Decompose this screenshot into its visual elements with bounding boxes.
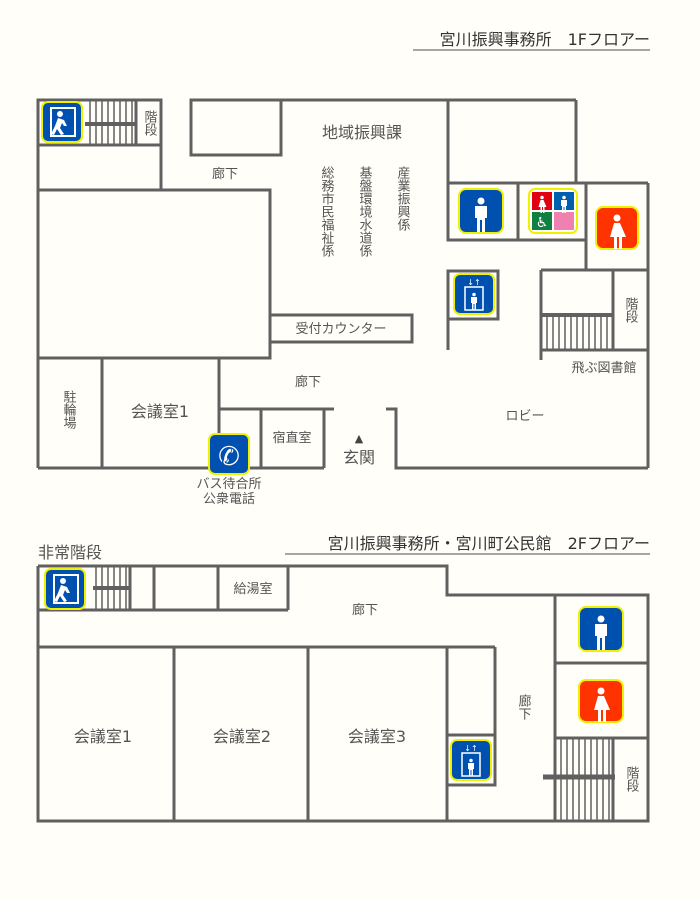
label-lobby: ロビー [505,409,544,424]
svg-text:宮川振興事務所・宮川町公民館 2Fフロアー: 宮川振興事務所・宮川町公民館 2Fフロアー [328,534,650,553]
floor2-title: 宮川振興事務所・宮川町公民館 2Fフロアー [285,534,650,555]
label-section: 地域振興課 [322,123,402,142]
label-meeting1-1f: 会議室1 [131,402,189,421]
svg-text:✆: ✆ [218,442,240,472]
label-stairs-1f-right: 階段 [623,297,639,323]
elevator-icon: ↓↑ [450,739,492,781]
public-phone-icon[interactable]: ✆ [208,433,250,475]
entrance-arrow-icon: ▲ [355,432,364,445]
multipurpose-restroom-icon: ♿ [528,188,578,234]
floor1-title: 宮川振興事務所 1Fフロアー [413,30,650,51]
label-bike-parking: 駐輪場 [61,390,77,429]
emergency-exit-icon [44,568,86,610]
label-emergency-stairs: 非常階段 [38,543,102,562]
label-stairs-1f-left: 階段 [142,110,158,136]
stairs-tread-1f-right [541,313,613,350]
label-public-phone: 公衆電話 [203,491,255,507]
label-sub-general: 総務市民福祉係 [319,166,335,257]
mens-restroom-icon [458,188,504,234]
label-counter: 受付カウンター [295,322,386,337]
label-corridor-2f-vertical: 廊下 [516,693,532,720]
label-corridor-2f: 廊下 [352,602,378,618]
emergency-exit-icon [41,101,83,143]
label-bus-stop: バス待合所 [196,477,261,492]
label-corridor-1f-top: 廊下 [212,166,238,182]
label-night-room: 宿直室 [272,430,311,446]
floor2-walls [36,564,650,823]
womens-restroom-icon [578,679,624,723]
svg-text:↓↑: ↓↑ [464,744,477,753]
stairs-tread-2f-left [93,566,130,610]
svg-text:↓↑: ↓↑ [467,278,480,287]
svg-text:宮川振興事務所 1Fフロアー: 宮川振興事務所 1Fフロアー [440,30,650,49]
label-entrance: 玄関 [343,448,375,467]
label-corridor-1f-mid: 廊下 [295,374,321,390]
label-sub-infra: 基盤環境水道係 [357,166,373,257]
label-library: 飛ぶ図書館 [571,361,636,376]
label-meeting2-2f: 会議室2 [213,727,271,746]
mens-restroom-icon [578,606,624,652]
floor1-walls [36,98,650,470]
stairs-tread-2f-right [543,738,615,821]
label-meeting1-2f: 会議室1 [74,727,132,746]
womens-restroom-icon [595,206,639,250]
label-meeting3-2f: 会議室3 [348,727,406,746]
stairs-tread-1f-left [85,100,136,145]
svg-text:♿: ♿ [536,215,549,231]
label-kitchen: 給湯室 [233,581,272,597]
label-stairs-2f: 階段 [624,766,640,792]
elevator-icon: ↓↑ [453,273,495,315]
label-sub-industry: 産業振興係 [395,165,411,231]
